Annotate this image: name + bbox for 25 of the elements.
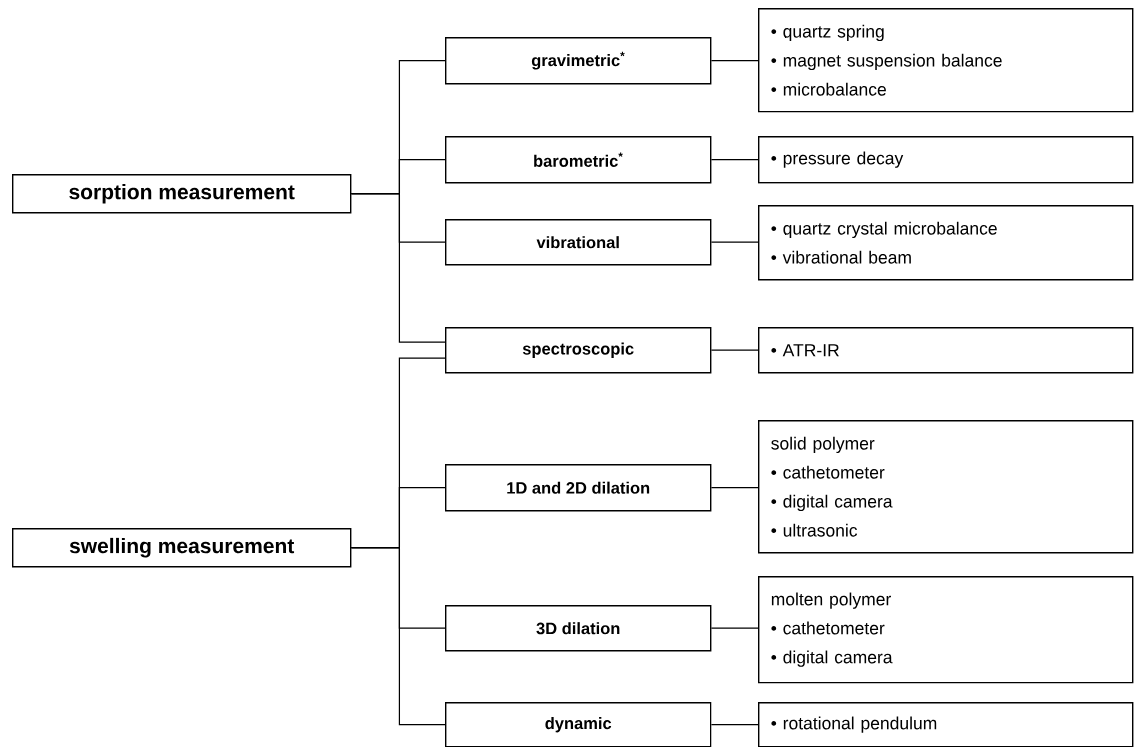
technique-list-box: solid polymer • cathetometer • digital camera • ultrasonic	[758, 420, 1134, 554]
method-box: 1D and 2D dilation	[445, 464, 712, 512]
method-box: gravimetric$^{*}$	[445, 37, 712, 85]
technique-list-box: • rotational pendulum	[758, 702, 1134, 747]
connector-line	[350, 193, 446, 343]
connector-line	[710, 241, 759, 243]
method-box: spectroscopic	[445, 327, 712, 374]
connector-line	[710, 349, 759, 351]
connector-line	[710, 159, 759, 161]
connector-line	[350, 547, 446, 726]
connector-line	[710, 487, 759, 489]
connector-line	[710, 724, 759, 726]
method-box: barometric$^{*}$	[445, 136, 712, 184]
method-box: 3D dilation	[445, 605, 712, 652]
technique-list-box: • quartz crystal microbalance • vibrational beam	[758, 205, 1134, 281]
category-box: sorption measurement	[12, 174, 352, 214]
technique-list-box: molten polymer • cathetometer • digital camera	[758, 576, 1134, 684]
technique-list-box: • ATR-IR	[758, 327, 1134, 374]
connector-line	[710, 627, 759, 629]
method-box: dynamic	[445, 702, 712, 747]
technique-list-box: • pressure decay	[758, 136, 1134, 184]
connector-line	[710, 60, 759, 62]
method-box: vibrational	[445, 219, 712, 266]
category-box: swelling measurement	[12, 528, 352, 568]
technique-list-box: • quartz spring • magnet suspension balance • microbalance	[758, 8, 1134, 113]
